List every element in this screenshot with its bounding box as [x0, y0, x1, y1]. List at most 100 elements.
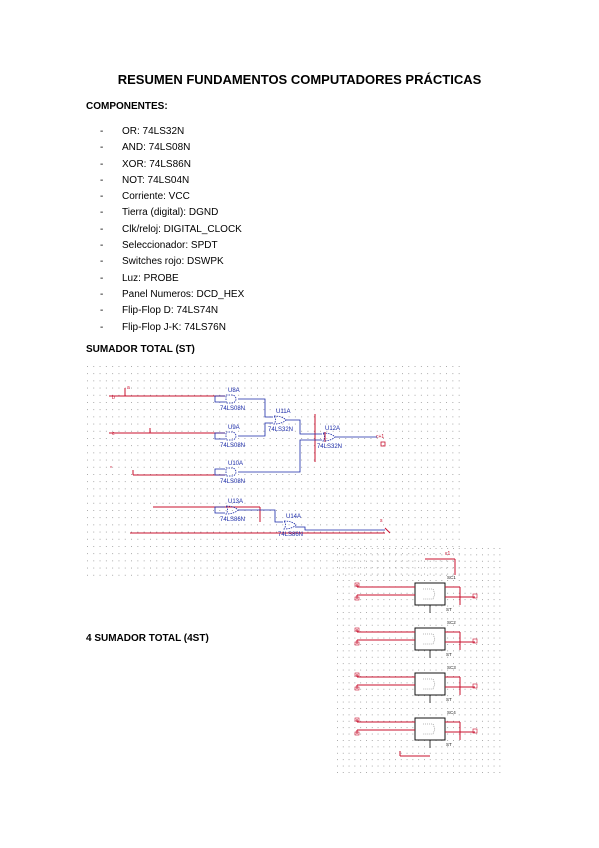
grid-dot	[427, 574, 429, 576]
grid-dot	[320, 430, 321, 432]
grid-dot	[105, 387, 107, 389]
grid-dot	[263, 423, 265, 425]
grid-dot	[371, 663, 373, 665]
grid-dot	[263, 510, 265, 511]
grid-dot	[383, 438, 384, 439]
grid-dot	[360, 548, 362, 549]
grid-dot	[360, 708, 362, 709]
grid-dot	[206, 402, 208, 403]
grid-dot	[181, 524, 183, 526]
grid-dot	[447, 650, 449, 652]
grid-dot	[213, 510, 214, 511]
grid-dot	[470, 580, 472, 581]
grid-dot	[244, 387, 246, 389]
grid-dot	[263, 459, 265, 461]
grid-dot	[307, 459, 309, 461]
grid-dot	[99, 538, 101, 540]
grid-dot	[307, 430, 309, 432]
grid-dot	[143, 366, 145, 367]
grid-dot	[137, 373, 139, 375]
grid-dots	[337, 548, 501, 773]
grid-dot	[200, 474, 202, 475]
grid-dot	[231, 538, 233, 540]
grid-dot	[294, 394, 296, 396]
grid-dot	[395, 612, 396, 613]
grid-dot	[446, 546, 447, 547]
grid-dot	[351, 387, 353, 389]
grid-dot	[446, 366, 447, 367]
grid-dot	[351, 538, 353, 540]
grid-dot	[433, 380, 435, 382]
grid-dot	[370, 387, 372, 389]
grid-dot	[332, 366, 334, 367]
grid-dot	[364, 423, 366, 425]
grid-dot	[143, 510, 145, 511]
grid-dot	[482, 714, 483, 716]
grid-dot	[175, 430, 177, 432]
grid-dot	[294, 553, 296, 555]
grid-dot	[383, 592, 385, 594]
grid-dot	[464, 592, 466, 594]
grid-dot	[493, 560, 495, 562]
grid-dot	[408, 459, 410, 461]
grid-dot	[458, 752, 460, 754]
grid-dot	[206, 438, 208, 439]
grid-dot	[435, 772, 437, 773]
grid-dot	[150, 524, 151, 526]
grid-dot	[376, 546, 378, 547]
grid-dot	[87, 394, 88, 396]
grid-dot	[493, 695, 495, 697]
grid-dot	[493, 733, 495, 735]
grid-dot	[307, 567, 309, 569]
grid-dot	[320, 474, 321, 475]
grid-dot	[326, 546, 328, 547]
grid-dot	[395, 560, 396, 562]
grid-dot	[342, 592, 344, 594]
grid-dot	[499, 669, 501, 671]
grid-dot	[263, 416, 265, 418]
grid-dot	[371, 708, 373, 709]
grid-dot	[137, 481, 139, 483]
grid-dot	[162, 510, 164, 511]
grid-dot	[181, 466, 183, 468]
grid-dot	[320, 510, 321, 511]
grid-dot	[447, 676, 449, 677]
grid-dot	[453, 759, 454, 761]
grid-dot	[406, 746, 408, 748]
grid-dot	[250, 488, 252, 490]
grid-dot	[181, 387, 183, 389]
component-label: Switches rojo: DSWPK	[122, 256, 224, 268]
grid-dot	[360, 656, 362, 658]
grid-dot	[351, 517, 353, 519]
grid-dot	[301, 394, 303, 396]
grid-dot	[357, 423, 359, 425]
grid-dot	[337, 669, 338, 671]
grid-dot	[354, 650, 356, 652]
grid-dot	[412, 733, 414, 735]
grid-dot	[357, 445, 359, 447]
grid-dot	[400, 676, 402, 677]
grid-dot	[389, 466, 391, 468]
grid-dot	[219, 423, 221, 425]
grid-dot	[263, 546, 265, 547]
grid-dot	[453, 695, 454, 697]
grid-dot	[332, 567, 334, 569]
grid-dot	[332, 430, 334, 432]
grid-dot	[105, 430, 107, 432]
grid-dot	[395, 599, 396, 601]
grid-dot	[187, 445, 189, 447]
grid-dot	[282, 430, 284, 432]
grid-dot	[307, 524, 309, 526]
block-top-label: SC3	[447, 665, 456, 670]
grid-dot	[175, 445, 177, 447]
section-4st-heading: 4 SUMADOR TOTAL (4ST)	[86, 633, 209, 644]
grid-dot	[487, 727, 489, 729]
component-item: -NOT: 74LS04N	[100, 173, 244, 189]
grid-dot	[395, 714, 396, 716]
grid-dot	[499, 682, 501, 684]
grid-dot	[458, 714, 460, 716]
grid-dot	[168, 574, 170, 576]
grid-dot	[112, 510, 114, 511]
grid-dot	[376, 510, 378, 511]
grid-dot	[156, 438, 158, 439]
